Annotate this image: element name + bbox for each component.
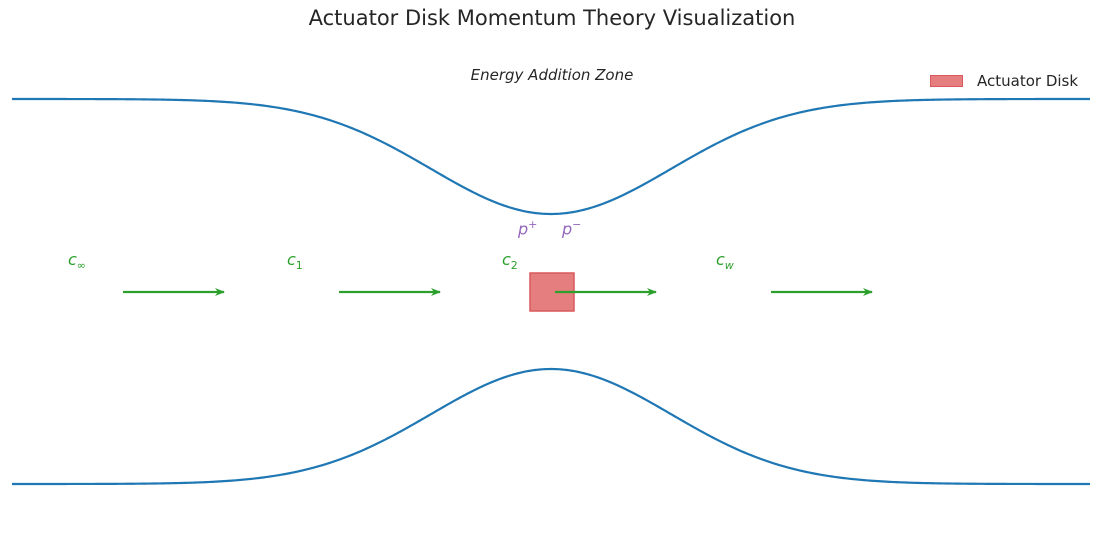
legend-label: Actuator Disk	[977, 72, 1079, 90]
diagram-title: Actuator Disk Momentum Theory Visualizat…	[308, 6, 796, 30]
pressure-label-upstream: p+	[518, 218, 538, 239]
upper-streamtube-line	[11, 97, 1091, 216]
pressure-label-downstream: p−	[562, 218, 582, 239]
energy-zone-label: Energy Addition Zone	[470, 66, 634, 84]
velocity-label-2: c2	[502, 250, 518, 273]
velocity-label-w: cw	[716, 250, 734, 273]
legend: Actuator Disk	[930, 72, 1078, 90]
velocity-label-1: c1	[287, 250, 303, 273]
lower-streamtube-line	[11, 367, 1091, 486]
legend-swatch	[930, 75, 963, 87]
velocity-label-inf: c∞	[68, 250, 86, 273]
